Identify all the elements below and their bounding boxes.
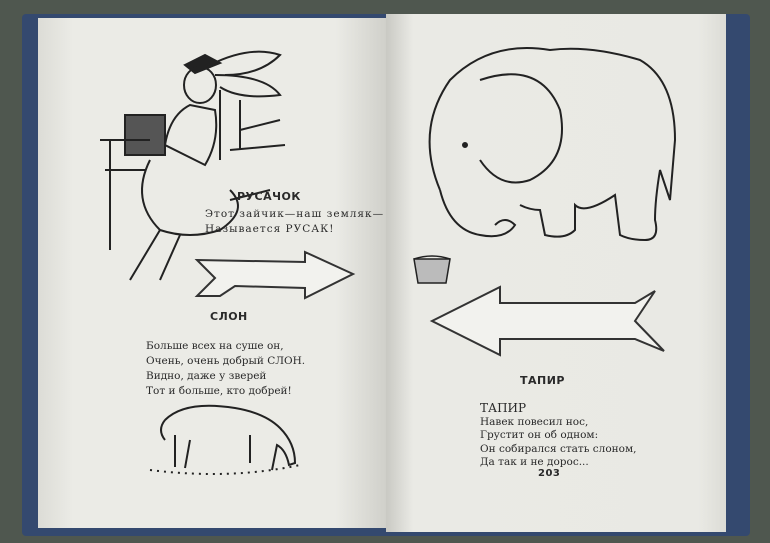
tapir-title: ТАПИР [520,374,565,387]
verse-line: Навек повесил нос, [480,415,589,428]
basket-icon [413,255,451,284]
hare-accordion-illustration [100,50,286,281]
page-number: 203 [538,468,561,479]
verse-line: Он собирался стать слоном, [480,442,637,455]
elephant-illustration [428,47,677,242]
verse-line: Да так и не дорос... [480,456,589,468]
verse-line: Тот и больше, кто добрей! [146,385,292,397]
tapir-illustration [149,404,301,475]
verse-line: Видно, даже у зверей [146,370,267,382]
verse-line: Этот зайчик—наш земляк— [205,208,385,220]
verse-line: Грустит он об одном: [480,429,599,441]
elephant-title: СЛОН [210,310,248,323]
verse-line: Больше всех на суше он, [146,340,284,352]
verse-line: Очень, очень добрый СЛОН. [146,355,306,367]
arrow-left-icon [429,285,665,357]
verse-line: ТАПИР [480,401,527,415]
verse-line: Называется РУСАК! [205,223,335,235]
arrow-right-icon [194,250,356,300]
hare-title: РУСАЧОК [237,190,301,203]
